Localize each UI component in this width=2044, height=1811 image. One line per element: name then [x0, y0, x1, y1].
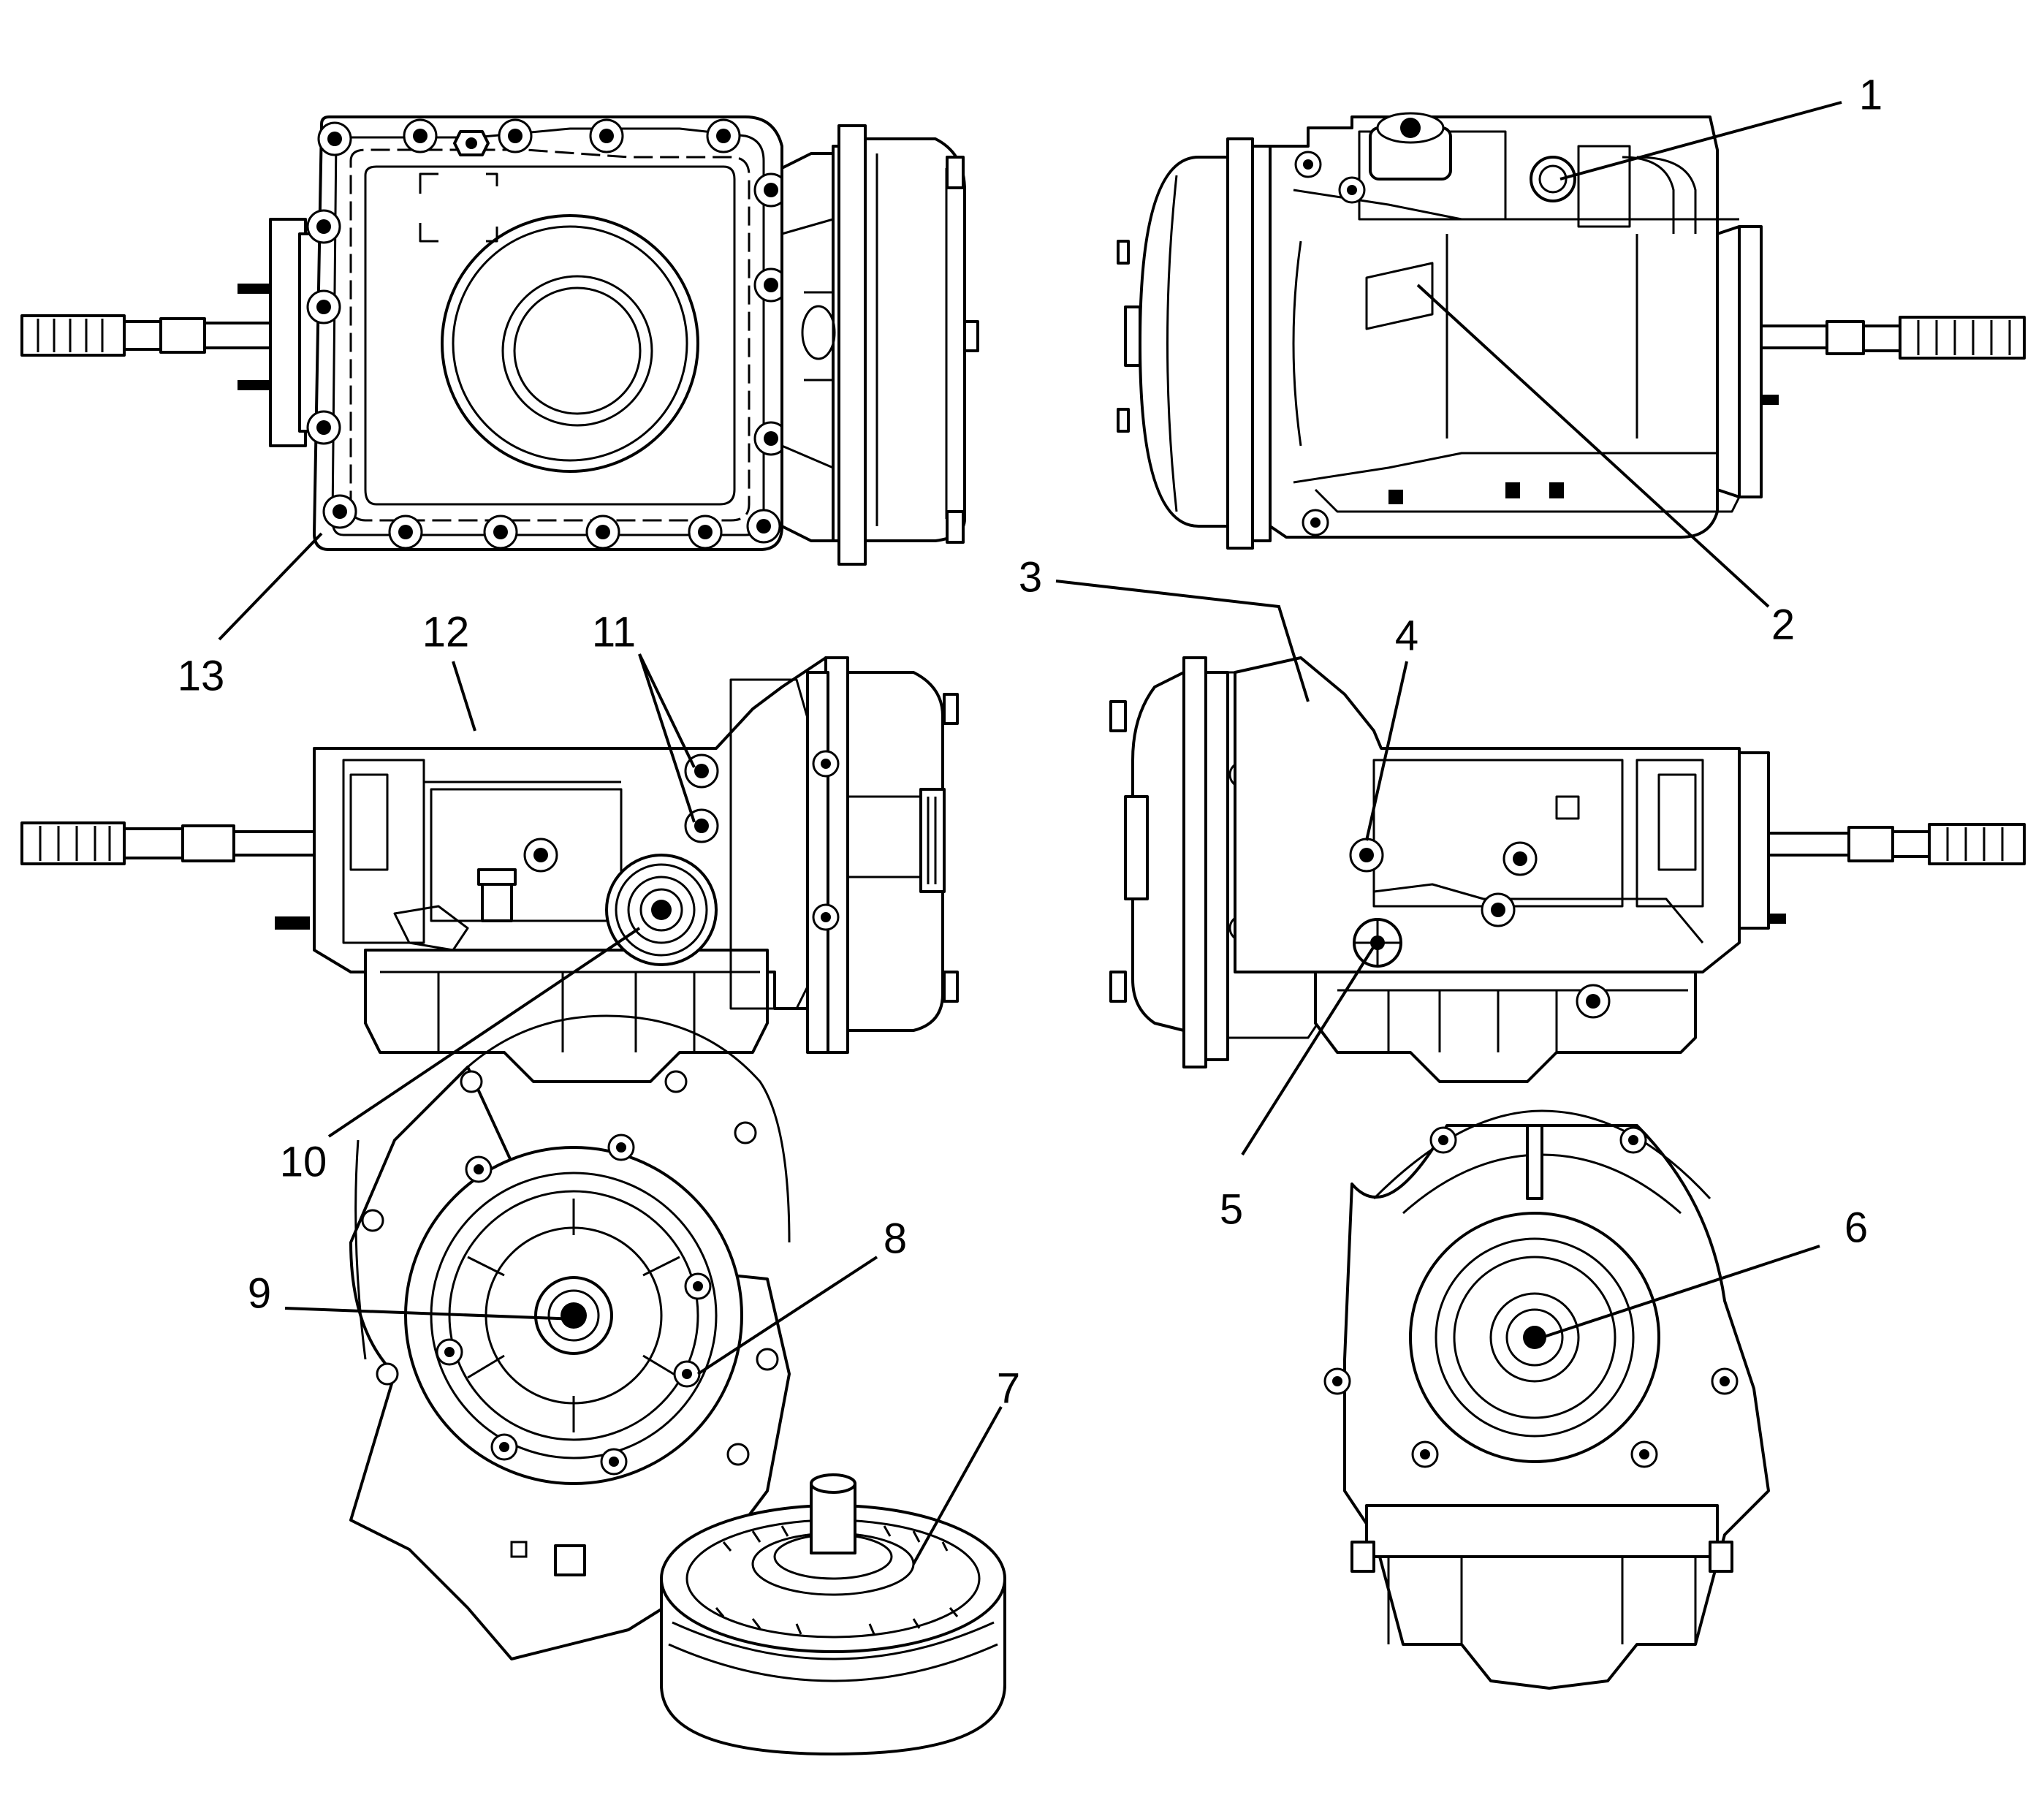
bellhousing-front-view: [349, 1014, 791, 1660]
callout-1: 1: [1859, 72, 1882, 119]
leader-11b: [638, 653, 696, 823]
callout-3: 3: [1019, 554, 1042, 601]
leader-3: [1055, 580, 1310, 702]
leader-11a: [638, 653, 696, 768]
transmission-right-side-view: [1109, 656, 2026, 1083]
callout-13: 13: [178, 653, 225, 700]
oil-pan: [313, 115, 783, 551]
leader-1: [1559, 101, 1842, 181]
callout-5: 5: [1220, 1186, 1243, 1234]
leader-8: [696, 1256, 878, 1375]
callout-4: 4: [1395, 612, 1418, 660]
transmission-top-view: [1117, 112, 2026, 550]
leader-7: [912, 1406, 1003, 1565]
callout-8: 8: [884, 1215, 907, 1263]
torque-converter: [660, 1473, 1006, 1755]
leader-6: [1541, 1245, 1820, 1339]
leader-13: [218, 532, 323, 641]
callout-6: 6: [1844, 1204, 1868, 1252]
transmission-bottom-view: [20, 115, 979, 566]
output-shaft: [1760, 316, 2026, 360]
output-shaft: [1767, 823, 2026, 865]
output-shaft: [20, 821, 316, 865]
transmission-left-side-view: [20, 656, 959, 1083]
leader-12: [452, 661, 476, 732]
callout-9: 9: [248, 1270, 271, 1318]
callout-11: 11: [592, 609, 636, 656]
callout-10: 10: [280, 1139, 327, 1186]
callout-2: 2: [1771, 601, 1795, 649]
leader-4: [1365, 661, 1408, 841]
callout-numbers: 1 2 3 4 5 6 7 8 9 10 11 12 13: [178, 72, 1882, 1413]
leader-2: [1416, 284, 1770, 608]
leader-10: [327, 927, 641, 1138]
callout-leaders: [218, 101, 1842, 1565]
callout-7: 7: [997, 1365, 1020, 1413]
output-shaft: [20, 314, 272, 357]
transmission-rear-view: [1323, 1109, 1770, 1690]
leader-5: [1241, 945, 1375, 1156]
callout-12: 12: [422, 609, 470, 656]
leader-9: [284, 1307, 578, 1321]
